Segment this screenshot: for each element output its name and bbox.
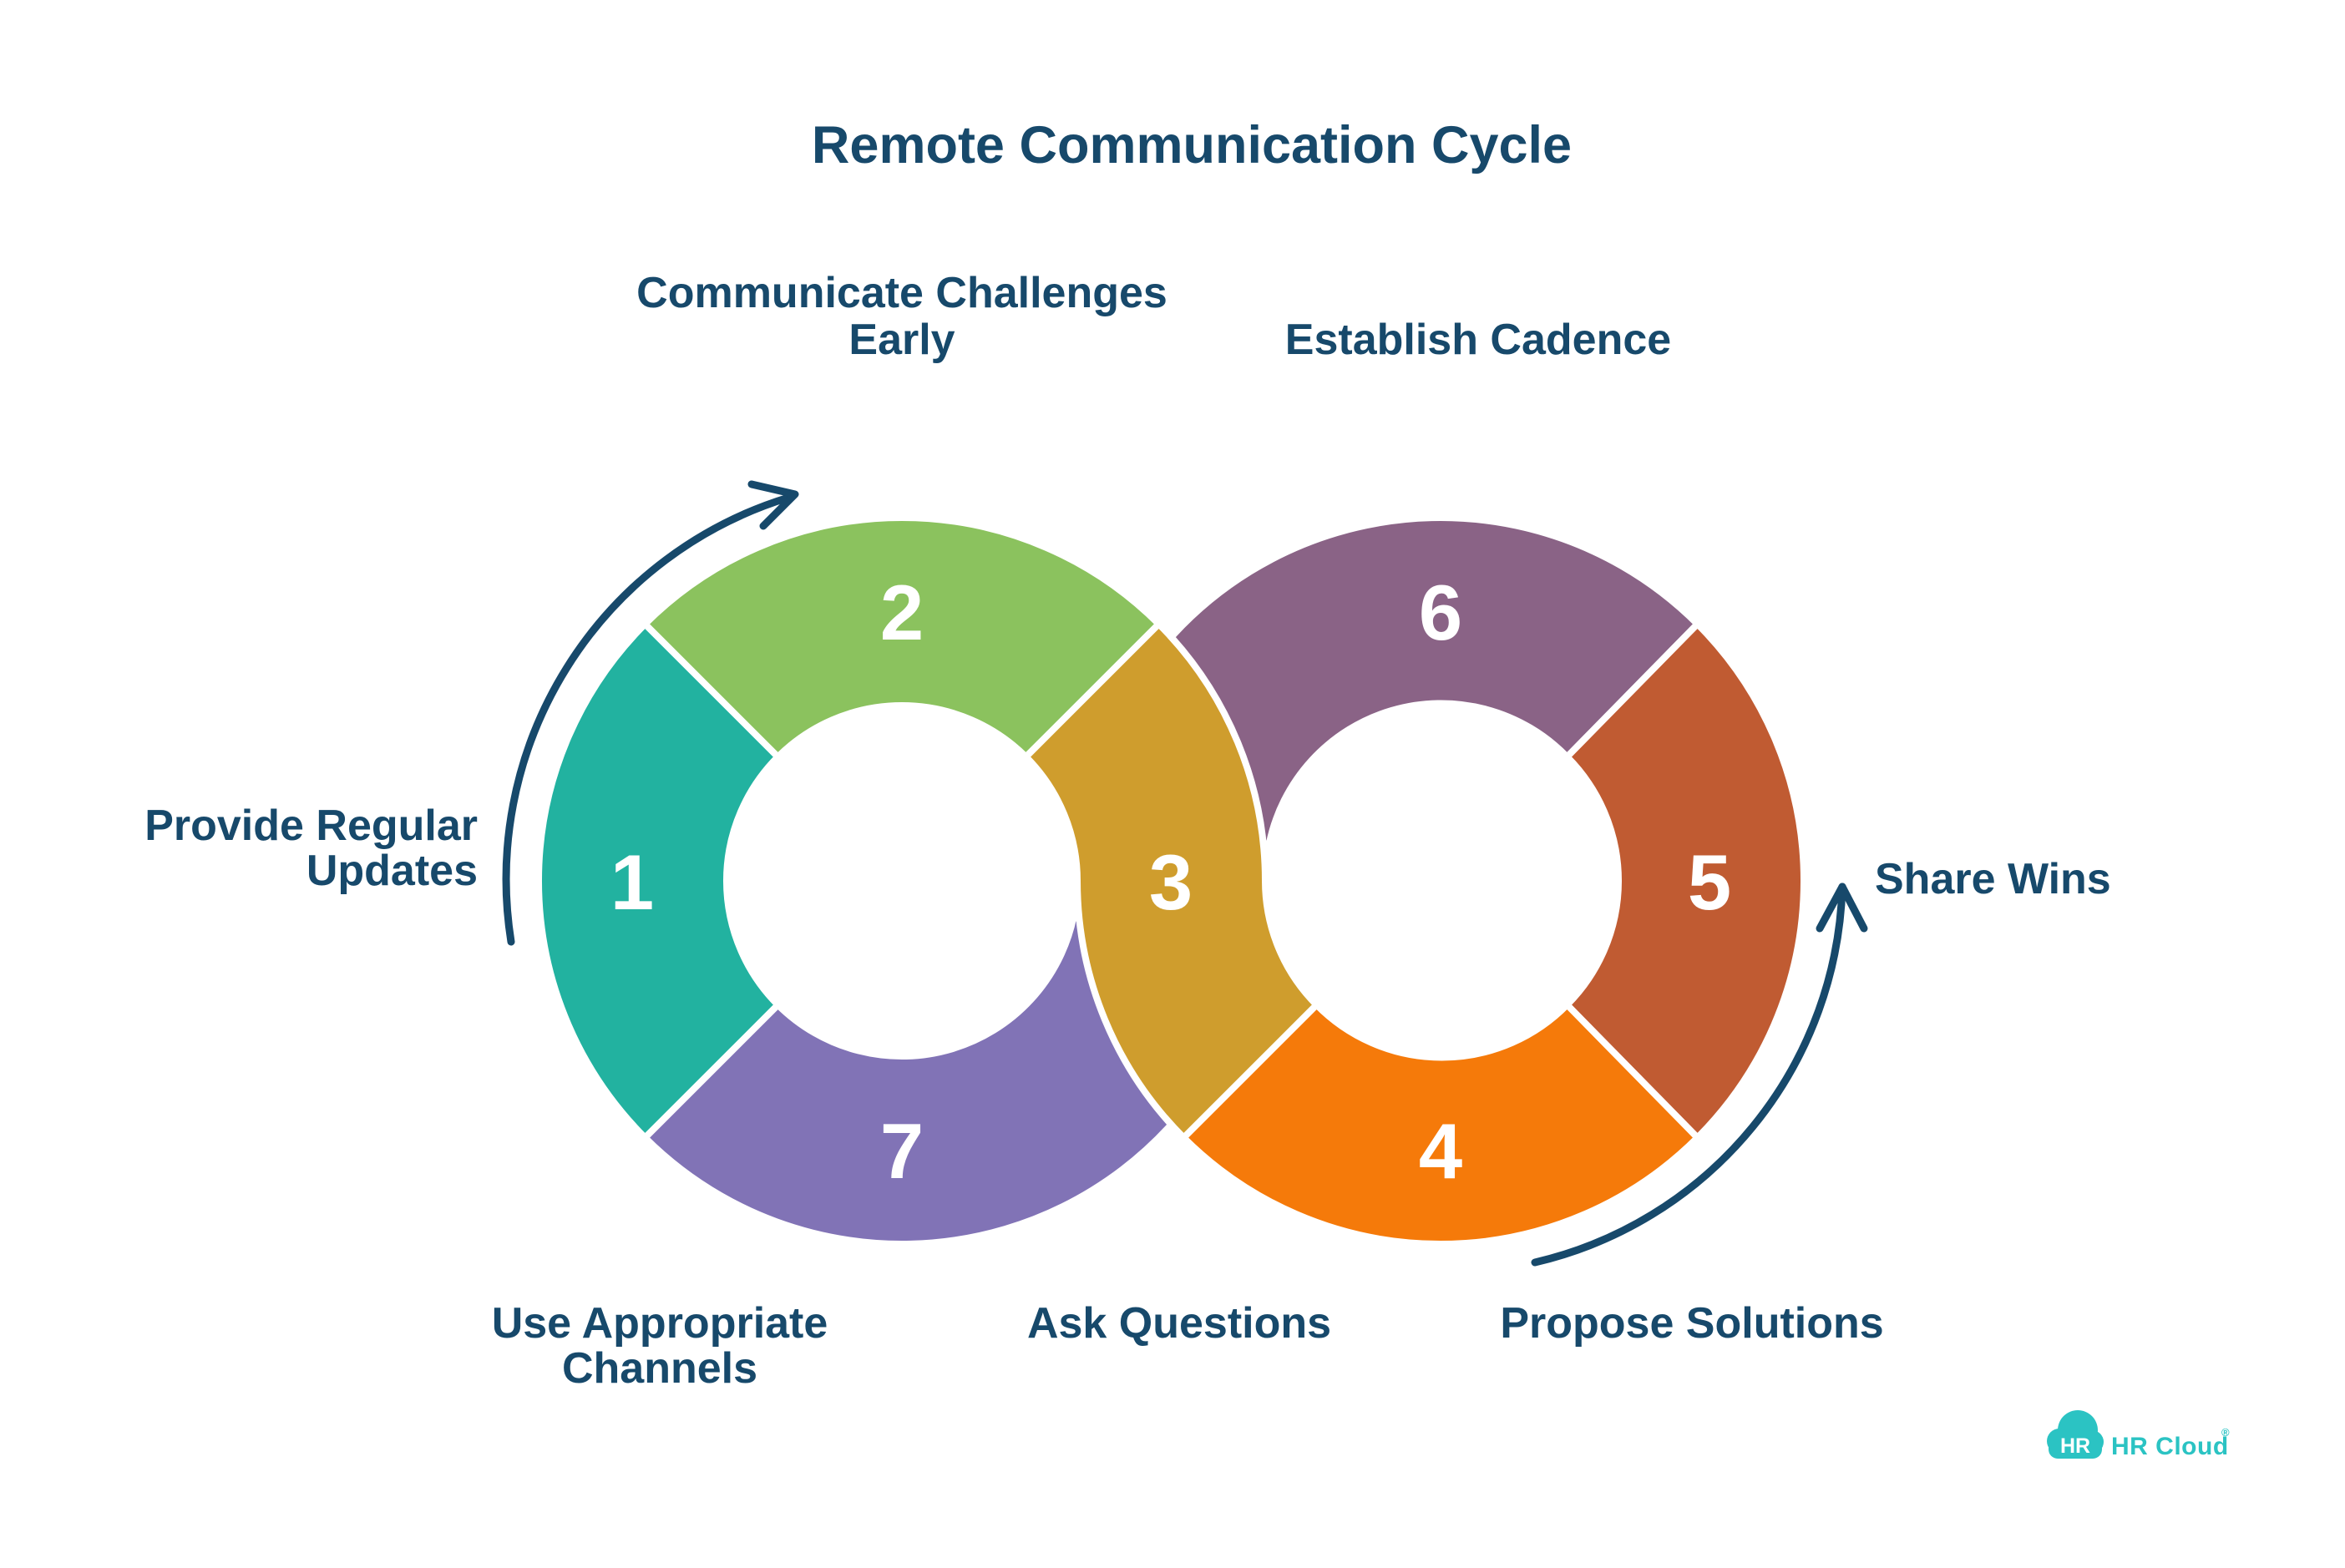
label-provide-regular-updates-line2: Updates [306, 847, 478, 895]
logo-badge-text: HR [2060, 1434, 2090, 1458]
step-labels: Provide Regular Updates Communicate Chal… [144, 269, 2111, 1393]
label-communicate-challenges-line1: Communicate Challenges [636, 269, 1167, 317]
infinity-loop [534, 513, 1808, 1248]
segment-4-propose-solutions [1178, 999, 1703, 1248]
logo-wordmark: HR Cloud [2111, 1433, 2229, 1460]
step-number-3: 3 [1149, 838, 1193, 926]
label-propose-solutions: Propose Solutions [1500, 1299, 1883, 1348]
label-share-wins: Share Wins [1875, 855, 2111, 903]
segment-2-communicate-challenges-early [640, 513, 1164, 762]
step-numbers: 1 2 3 4 5 6 7 [610, 569, 1731, 1195]
page-title: Remote Communication Cycle [812, 116, 1572, 175]
label-provide-regular-updates-line1: Provide Regular [144, 802, 478, 850]
arrow-bottom-right [1531, 883, 1868, 1267]
label-use-appropriate-channels-line2: Channels [562, 1344, 757, 1393]
label-establish-cadence: Establish Cadence [1285, 316, 1671, 364]
label-ask-questions: Ask Questions [1027, 1299, 1331, 1348]
label-use-appropriate-channels-line1: Use Appropriate [492, 1299, 828, 1348]
segment-3-ask-questions [1021, 619, 1322, 1143]
flow-arrows [502, 480, 1868, 1267]
logo-registered-mark: ® [2221, 1426, 2230, 1439]
hr-cloud-logo: HR HR Cloud ® [2047, 1410, 2230, 1460]
step-number-6: 6 [1419, 569, 1462, 656]
segment-1-provide-regular-updates [534, 619, 783, 1143]
arrow-top-left-head-icon [747, 480, 799, 530]
arrow-bottom-right-head-icon [1816, 883, 1868, 933]
step-number-4: 4 [1419, 1107, 1462, 1195]
step-number-5: 5 [1688, 838, 1731, 926]
arrow-top-left [502, 480, 799, 946]
step-number-2: 2 [880, 569, 924, 656]
label-communicate-challenges-line2: Early [848, 316, 955, 364]
step-number-7: 7 [880, 1107, 924, 1195]
step-number-1: 1 [610, 838, 654, 926]
segment-5-share-wins [1562, 619, 1808, 1143]
cloud-icon [2047, 1410, 2104, 1459]
